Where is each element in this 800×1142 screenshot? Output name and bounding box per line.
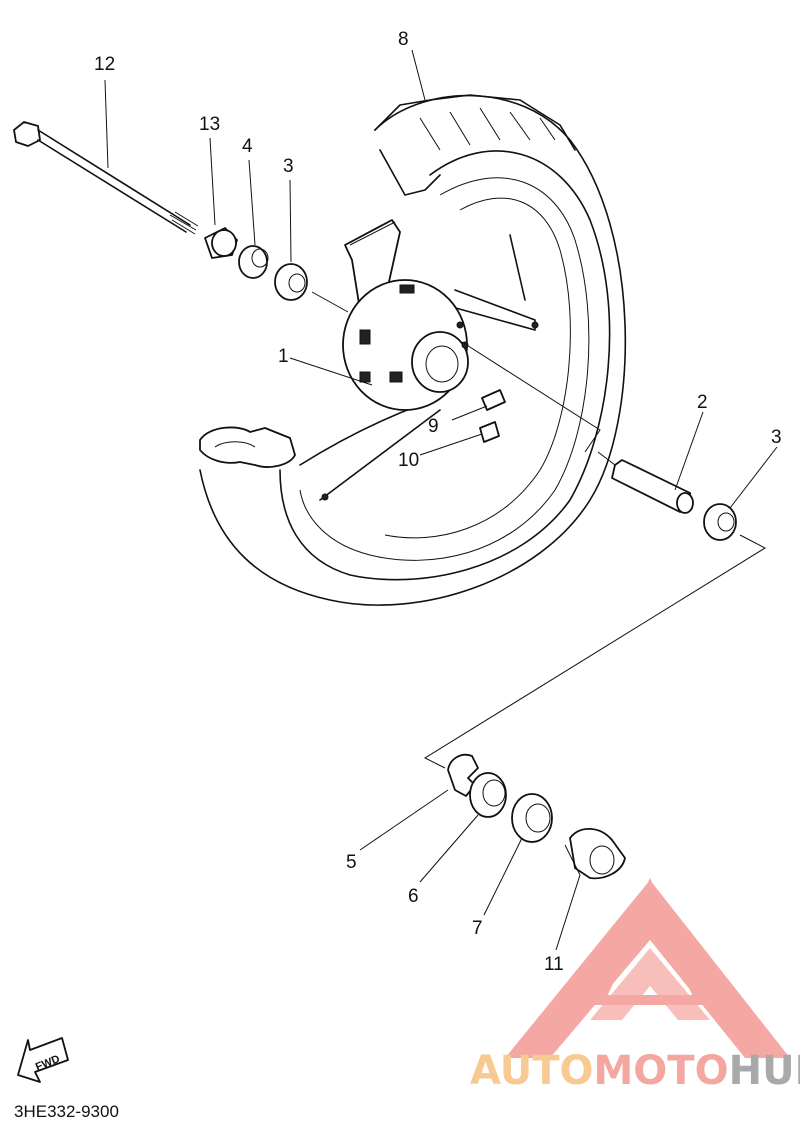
gear-unit-11 — [564, 827, 626, 880]
brand-part-moto: MOTO — [593, 1048, 729, 1094]
callout-11: 11 — [544, 954, 564, 975]
callout-2: 2 — [697, 392, 708, 413]
callout-3-right: 3 — [771, 427, 782, 448]
collar-13 — [204, 227, 238, 259]
spacer-2 — [611, 459, 694, 514]
callout-4: 4 — [242, 136, 253, 157]
watermark-brand: AUTOMOTOHUB — [470, 1048, 800, 1094]
oil-seal-6 — [469, 772, 507, 818]
brand-part-auto: AUTO — [470, 1048, 594, 1094]
callout-8: 8 — [398, 29, 409, 50]
fwd-arrow-icon: FWD — [17, 1037, 69, 1083]
callout-10: 10 — [398, 450, 419, 471]
callout-3-left: 3 — [283, 156, 294, 177]
callout-6: 6 — [408, 886, 419, 907]
bearing-3-left — [274, 263, 308, 301]
callout-9: 9 — [428, 416, 439, 437]
callout-1: 1 — [278, 346, 289, 367]
callout-13: 13 — [199, 114, 220, 135]
callout-12: 12 — [94, 54, 115, 75]
bearing-7 — [511, 793, 553, 843]
bearing-3-right — [703, 503, 737, 541]
callout-7: 7 — [472, 918, 483, 939]
diagram-code: 3HE332-9300 — [14, 1102, 119, 1121]
wheel-assembly — [199, 94, 627, 606]
brand-part-hub: HUB — [728, 1048, 800, 1094]
oil-seal-4 — [238, 245, 269, 279]
automotohub-logo-icon — [505, 877, 790, 1058]
callout-5: 5 — [346, 852, 357, 873]
axle-shaft — [13, 121, 199, 235]
